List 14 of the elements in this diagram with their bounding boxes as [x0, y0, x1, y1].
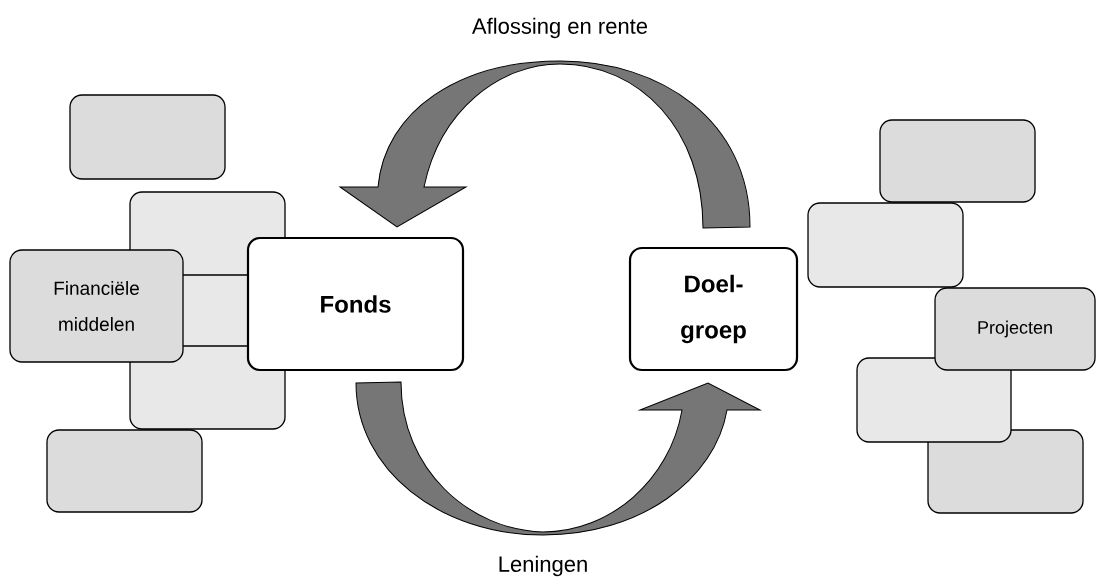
- empty-box: [46, 429, 203, 513]
- label-box: Financiële middelen: [9, 249, 184, 363]
- curved-arrow: [355, 381, 761, 536]
- empty-box: [879, 119, 1036, 203]
- label-box: Projecten: [934, 287, 1096, 371]
- empty-box: [69, 94, 226, 180]
- empty-box: [807, 202, 964, 288]
- process-box: Doel- groep: [628, 246, 799, 372]
- empty-box: [856, 357, 1012, 443]
- edge-label: Leningen: [496, 554, 590, 578]
- empty-box: [927, 429, 1084, 514]
- curved-arrow: [339, 60, 751, 229]
- edge-label: Aflossing en rente: [470, 16, 650, 40]
- process-box: Fonds: [246, 236, 465, 372]
